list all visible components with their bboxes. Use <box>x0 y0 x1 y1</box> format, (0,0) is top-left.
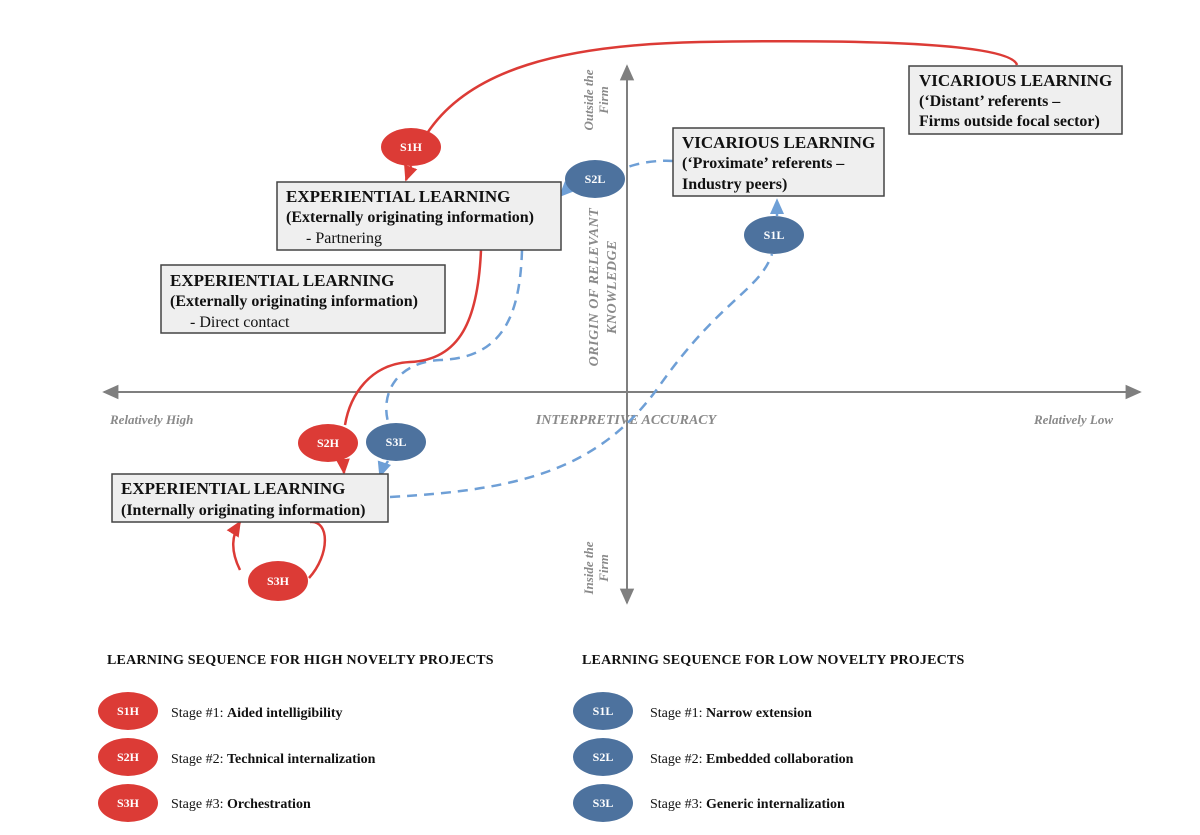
box-experiential-partnering-line3: - Partnering <box>306 230 382 247</box>
legend-high-heading: LEARNING SEQUENCE FOR HIGH NOVELTY PROJE… <box>107 653 494 668</box>
y-axis-bottom-line1: Inside the <box>581 541 596 595</box>
badge-s3h: S3H <box>248 561 308 601</box>
badge-s3l: S3L <box>366 423 426 461</box>
legend-high-item-stage: Stage #3: <box>171 797 227 812</box>
path-partnering-to-s2h <box>343 249 483 426</box>
box-experiential-direct-line3: - Direct contact <box>190 314 290 331</box>
path-internal-to-s1l <box>389 253 774 499</box>
badge-s2h-label: S2H <box>317 436 340 450</box>
path-s3l-to-internal <box>377 460 392 478</box>
badge-s1h-label: S1H <box>400 140 423 154</box>
legend-high-item-text: Stage #3: Orchestration <box>171 797 311 812</box>
box-vicarious-distant: VICARIOUS LEARNING (‘Distant’ referents … <box>908 65 1123 135</box>
legend-low-item-badge: S2L <box>593 750 614 764</box>
legend-low-item-stage: Stage #2: <box>650 752 706 767</box>
box-vicarious-proximate-title: VICARIOUS LEARNING <box>682 133 875 152</box>
legend-low-heading: LEARNING SEQUENCE FOR LOW NOVELTY PROJEC… <box>582 653 964 668</box>
y-axis-title: ORIGIN OF RELEVANT KNOWLEDGE <box>587 207 620 367</box>
badge-s2h: S2H <box>298 424 358 462</box>
x-axis-right-label: Relatively Low <box>1033 412 1113 427</box>
badge-s1l-label: S1L <box>764 228 785 242</box>
legend-low: LEARNING SEQUENCE FOR LOW NOVELTY PROJEC… <box>573 653 964 822</box>
legend-high: LEARNING SEQUENCE FOR HIGH NOVELTY PROJE… <box>98 653 494 822</box>
legend-high-item-stage: Stage #2: <box>171 752 227 767</box>
y-axis-top-line2: Firm <box>596 86 611 114</box>
box-vicarious-proximate-line2: (‘Proximate’ referents – <box>682 155 845 172</box>
box-experiential-internal-line2: (Internally originating information) <box>121 502 365 519</box>
path-s1h-to-partnering <box>404 164 418 182</box>
legend-low-item-name: Narrow extension <box>706 706 812 721</box>
box-vicarious-proximate-line3: Industry peers) <box>682 176 787 193</box>
legend-high-item-stage: Stage #1: <box>171 706 227 721</box>
box-vicarious-distant-title: VICARIOUS LEARNING <box>919 71 1112 90</box>
box-experiential-direct: EXPERIENTIAL LEARNING (Externally origin… <box>160 264 446 334</box>
legend-high-item-text: Stage #2: Technical internalization <box>171 752 376 767</box>
legend-high-item-badge: S1H <box>117 704 140 718</box>
legend-high-item-text: Stage #1: Aided intelligibility <box>171 706 343 721</box>
box-experiential-direct-title: EXPERIENTIAL LEARNING <box>170 271 394 290</box>
legend-high-item: S2H Stage #2: Technical internalization <box>98 738 376 776</box>
legend-low-item-text: Stage #3: Generic internalization <box>650 797 845 812</box>
badge-s2l: S2L <box>565 160 625 198</box>
box-experiential-internal: EXPERIENTIAL LEARNING (Internally origin… <box>111 473 389 523</box>
legend-high-item-name: Technical internalization <box>227 752 376 767</box>
legend-low-item-text: Stage #2: Embedded collaboration <box>650 752 854 767</box>
legend-low-item: S2L Stage #2: Embedded collaboration <box>573 738 854 776</box>
legend-high-item-name: Aided intelligibility <box>227 706 343 721</box>
box-experiential-direct-line2: (Externally originating information) <box>170 293 418 310</box>
legend-low-item-text: Stage #1: Narrow extension <box>650 706 812 721</box>
legend-low-item-name: Generic internalization <box>706 797 845 812</box>
badge-s3l-label: S3L <box>386 435 407 449</box>
legend-high-item-badge: S3H <box>117 796 140 810</box>
legend-low-item-badge: S1L <box>593 704 614 718</box>
legend-high-item-badge: S2H <box>117 750 140 764</box>
badge-s1h: S1H <box>381 128 441 166</box>
axes: Relatively High INTERPRETIVE ACCURACY Re… <box>102 64 1142 605</box>
legend-low-item-badge: S3L <box>593 796 614 810</box>
y-axis-top-label: Outside the Firm <box>581 69 611 130</box>
legend-high-item: S3H Stage #3: Orchestration <box>98 784 311 822</box>
path-distant-to-s1h <box>426 39 1019 133</box>
badge-s1l: S1L <box>744 216 804 254</box>
legend-low-item: S1L Stage #1: Narrow extension <box>573 692 812 730</box>
box-experiential-internal-title: EXPERIENTIAL LEARNING <box>121 479 345 498</box>
legend-low-item: S3L Stage #3: Generic internalization <box>573 784 845 822</box>
box-experiential-partnering-title: EXPERIENTIAL LEARNING <box>286 187 510 206</box>
y-axis-title-line2: KNOWLEDGE <box>605 240 620 335</box>
legend-high-item: S1H Stage #1: Aided intelligibility <box>98 692 343 730</box>
badge-s2l-label: S2L <box>585 172 606 186</box>
badge-s3h-label: S3H <box>267 574 290 588</box>
legend-low-item-stage: Stage #3: <box>650 797 706 812</box>
box-vicarious-proximate: VICARIOUS LEARNING (‘Proximate’ referent… <box>672 127 885 197</box>
box-experiential-partnering-line2: (Externally originating information) <box>286 209 534 226</box>
legend-high-item-name: Orchestration <box>227 797 311 812</box>
legend-low-item-stage: Stage #1: <box>650 706 706 721</box>
path-proximate-to-s2l <box>624 159 674 170</box>
box-vicarious-distant-line2: (‘Distant’ referents – <box>919 93 1061 110</box>
y-axis-bottom-label: Inside the Firm <box>581 541 611 595</box>
y-axis-title-line1: ORIGIN OF RELEVANT <box>587 207 602 367</box>
path-s2h-to-internal <box>335 458 350 475</box>
x-axis-title: INTERPRETIVE ACCURACY <box>535 413 718 428</box>
legend-low-item-name: Embedded collaboration <box>706 752 854 767</box>
x-axis-left-label: Relatively High <box>109 412 193 427</box>
box-vicarious-distant-line3: Firms outside focal sector) <box>919 113 1100 130</box>
box-experiential-partnering: EXPERIENTIAL LEARNING (Externally origin… <box>276 181 562 251</box>
y-axis-top-line1: Outside the <box>581 69 596 130</box>
y-axis-bottom-line2: Firm <box>596 554 611 582</box>
